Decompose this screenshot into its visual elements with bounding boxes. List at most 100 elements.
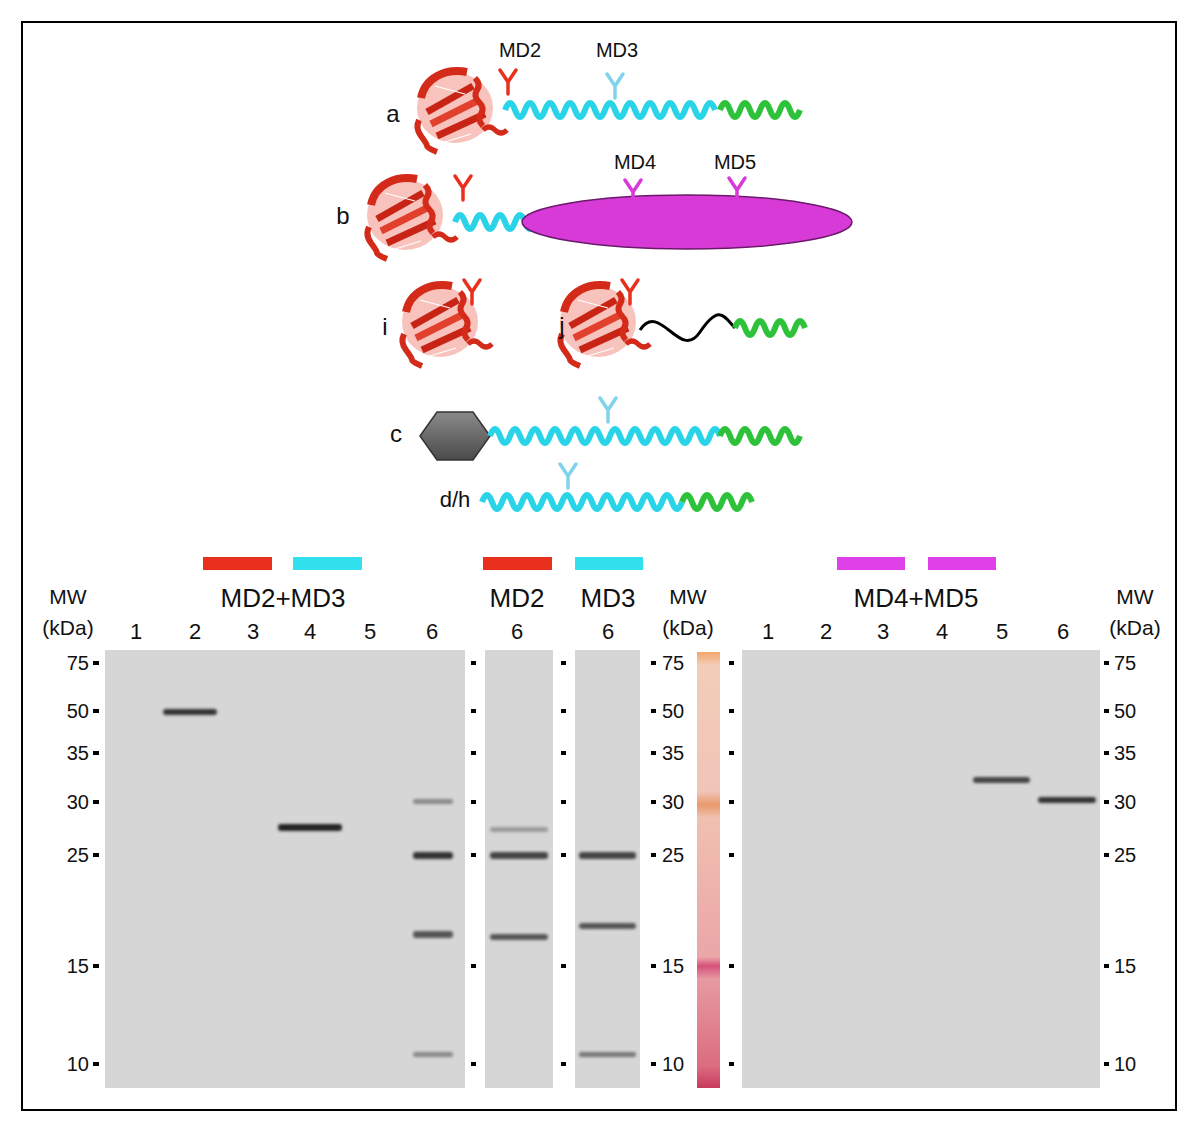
tick-mark	[1104, 751, 1109, 755]
tick-mark	[1104, 1062, 1109, 1066]
mw-tick-label: 15	[1114, 955, 1136, 977]
tick-mark	[651, 709, 656, 713]
tick-mark	[729, 661, 734, 665]
tick-mark	[1104, 800, 1109, 804]
construct-letter: c	[390, 421, 402, 447]
construct-letter: j	[559, 313, 564, 339]
tick-marks	[93, 661, 1109, 1066]
protein-band	[163, 709, 217, 715]
mw-tick-label: 35	[1114, 742, 1136, 764]
lane-number: 3	[877, 620, 889, 644]
tick-mark	[93, 661, 99, 665]
protein-domain	[560, 285, 650, 366]
antibody-symbol	[625, 180, 641, 204]
protein-band	[278, 824, 342, 831]
figure-frame	[22, 22, 1176, 1110]
protein-band	[579, 923, 636, 929]
mw-tick-label: 10	[67, 1053, 89, 1075]
tick-mark	[729, 853, 734, 857]
protein-domain	[402, 285, 492, 366]
antibody-bar	[483, 557, 552, 570]
blot-bands	[163, 709, 1096, 1057]
antibody-symbol	[464, 280, 480, 304]
antibody-bar	[293, 557, 362, 570]
helix-segment	[735, 321, 805, 335]
antibody-heading: MD4+MD5	[854, 584, 979, 613]
protein-band	[579, 852, 636, 859]
tick-mark	[561, 964, 566, 968]
protein-band	[413, 1052, 453, 1057]
protein-band	[973, 777, 1030, 783]
lane-number: 6	[1057, 620, 1069, 644]
antibody-symbol	[560, 464, 576, 488]
lane-number: 6	[511, 620, 523, 644]
antibody-label: MD5	[714, 151, 756, 173]
tick-mark	[93, 1062, 99, 1066]
construct-letter: b	[336, 203, 349, 229]
mw-tick-label: 25	[1114, 844, 1136, 866]
mw-tick-label: 10	[662, 1053, 684, 1075]
mw-tick-label: 15	[662, 955, 684, 977]
lane-number: 3	[247, 620, 259, 644]
antibody-symbol	[729, 178, 745, 202]
protein-band	[490, 934, 548, 940]
antibody-symbol	[622, 280, 638, 304]
tick-mark	[651, 800, 656, 804]
tick-mark	[471, 1062, 476, 1066]
tick-mark	[471, 709, 476, 713]
axis-title: MW (kDa)	[1104, 581, 1166, 643]
mw-tick-label: 50	[1114, 700, 1136, 722]
tick-mark	[561, 853, 566, 857]
antibody-bar	[203, 557, 272, 570]
helix-segment	[720, 429, 800, 443]
tick-mark	[93, 800, 99, 804]
lane-number: 2	[820, 620, 832, 644]
helix-segment	[720, 103, 800, 117]
protein-domain	[367, 178, 457, 259]
tick-mark	[93, 853, 99, 857]
tick-mark	[561, 709, 566, 713]
blot-panel	[742, 650, 1100, 1088]
tag-domain	[420, 412, 490, 460]
helix-segment	[490, 429, 720, 443]
protein-band	[413, 799, 453, 804]
tick-mark	[561, 751, 566, 755]
protein-band	[1038, 797, 1096, 803]
tick-mark	[471, 661, 476, 665]
mw-tick-label: 35	[662, 742, 684, 764]
tick-mark	[651, 964, 656, 968]
tick-mark	[1104, 853, 1109, 857]
antibody-heading: MD2+MD3	[221, 584, 346, 613]
antibody-bar	[928, 557, 996, 570]
lane-number: 5	[996, 620, 1008, 644]
mw-tick-label: 25	[67, 844, 89, 866]
mw-tick-label: 50	[67, 700, 89, 722]
tick-mark	[471, 853, 476, 857]
tick-mark	[651, 751, 656, 755]
lane-number: 5	[364, 620, 376, 644]
protein-band	[490, 852, 548, 859]
mw-tick-label: 75	[1114, 652, 1136, 674]
protein-band	[413, 931, 453, 938]
tick-mark	[471, 751, 476, 755]
blot-panel	[485, 650, 553, 1088]
mw-tick-label: 25	[662, 844, 684, 866]
antibody-label: MD3	[596, 39, 638, 61]
tick-mark	[561, 1062, 566, 1066]
blot-panel	[105, 650, 465, 1088]
helix-segment	[505, 103, 715, 117]
linker-segment	[640, 315, 735, 341]
protein-band	[490, 827, 548, 832]
antibody-heading: MD2	[490, 584, 545, 613]
mw-tick-label: 75	[662, 652, 684, 674]
mw-tick-label: 75	[67, 652, 89, 674]
tick-mark	[1104, 661, 1109, 665]
fusion-domain	[522, 195, 852, 249]
antibody-symbol	[607, 74, 623, 98]
tick-mark	[729, 1062, 734, 1066]
axis-title: MW (kDa)	[37, 581, 99, 643]
tick-mark	[1104, 709, 1109, 713]
